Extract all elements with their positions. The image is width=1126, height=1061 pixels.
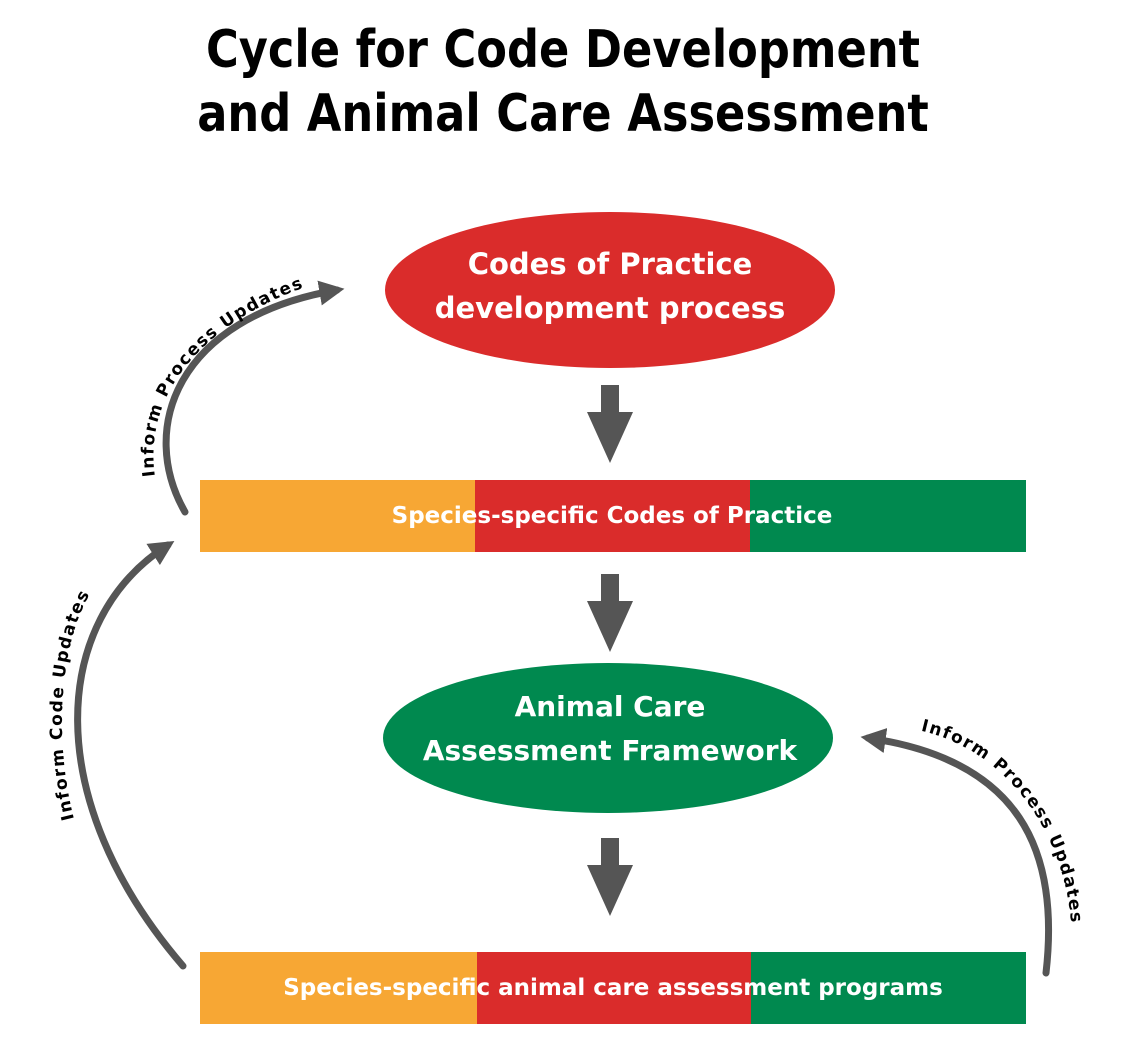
title-line-1: Cycle for Code Development <box>205 20 921 80</box>
assessment-programs-bar-orange <box>200 952 477 1024</box>
assessment-programs-bar-red <box>477 952 751 1024</box>
assessment-framework-label-line-1: Animal Care <box>515 690 706 723</box>
loop-arrow-left: Inform Code Updates <box>47 540 187 970</box>
assessment-programs-bar-green <box>751 952 1026 1024</box>
title-line-2: and Animal Care Assessment <box>197 84 929 144</box>
diagram-title: Cycle for Code Development and Animal Ca… <box>79 18 1047 146</box>
loop-arrow-right: Inform Process Updates <box>860 716 1086 977</box>
assessment-programs-label: Species-specific animal care assessment … <box>283 975 943 1001</box>
species-codes-bar-orange <box>200 480 475 552</box>
loop-arrow-right-curve <box>860 728 1053 977</box>
loop-label-right: Inform Process Updates <box>919 716 1086 925</box>
down-arrow-3 <box>587 838 633 916</box>
codes-process-ellipse <box>385 212 835 368</box>
assessment-framework-label-line-2: Assessment Framework <box>423 734 799 767</box>
loop-label-right-text: Inform Process Updates <box>919 716 1084 925</box>
assessment-framework-ellipse <box>383 663 833 813</box>
assessment-programs-bar: Species-specific animal care assessment … <box>200 952 1026 1024</box>
codes-process-node: Codes of Practice development process <box>385 212 835 368</box>
down-arrow-2 <box>587 574 633 652</box>
assessment-framework-node: Animal Care Assessment Framework <box>383 663 833 813</box>
species-codes-bar: Species-specific Codes of Practice <box>200 480 1026 552</box>
codes-process-label-line-1: Codes of Practice <box>468 247 753 281</box>
loop-arrow-top-left: Inform Process Updates <box>138 273 345 516</box>
species-codes-bar-red <box>475 480 750 552</box>
loop-arrow-left-curve <box>74 540 187 970</box>
species-codes-bar-green <box>750 480 1026 552</box>
loop-arrow-top-left-curve <box>162 280 345 516</box>
species-codes-label: Species-specific Codes of Practice <box>392 503 833 529</box>
down-arrow-1 <box>587 385 633 463</box>
codes-process-label-line-2: development process <box>435 291 785 325</box>
